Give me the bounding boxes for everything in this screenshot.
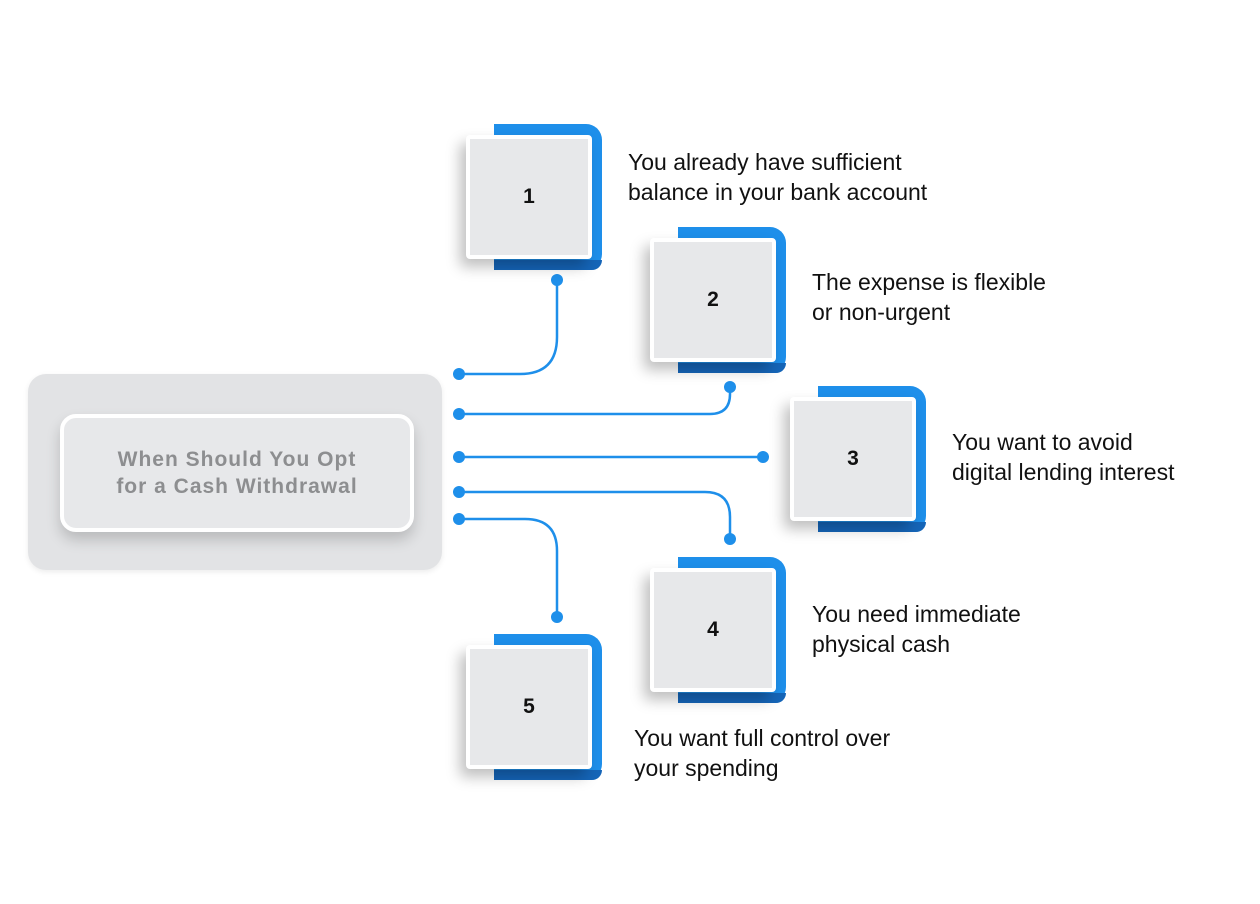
hub-panel: When Should You Opt for a Cash Withdrawa…	[28, 374, 442, 570]
connector-1	[459, 280, 559, 376]
step-label-4: You need immediate physical cash	[812, 601, 1021, 657]
connector-dot	[453, 451, 465, 463]
connector-dot	[551, 611, 563, 623]
card-face: 5	[466, 645, 592, 769]
connector-dot	[551, 274, 563, 286]
step-number: 4	[707, 618, 719, 641]
step-card-4: 4	[650, 557, 786, 703]
connector-2	[459, 387, 732, 416]
connector-dot	[453, 368, 465, 380]
connector-dot	[724, 381, 736, 393]
step-number: 5	[523, 695, 535, 718]
step-number: 1	[523, 185, 535, 208]
connector-dot	[724, 533, 736, 545]
step-card-2: 2	[650, 227, 786, 373]
step-number: 2	[707, 288, 719, 311]
connector-dot	[453, 486, 465, 498]
card-face: 4	[650, 568, 776, 692]
hub-title-box: When Should You Opt for a Cash Withdrawa…	[60, 414, 414, 532]
step-label-2: The expense is flexible or non-urgent	[812, 269, 1046, 325]
connector-dot	[453, 408, 465, 420]
step-card-3: 3	[790, 386, 926, 532]
connector-dot	[453, 513, 465, 525]
step-label-3: You want to avoid digital lending intere…	[952, 429, 1175, 485]
step-label-5: You want full control over your spending	[634, 725, 891, 781]
connector-5	[459, 517, 559, 617]
step-card-5: 5	[466, 634, 602, 780]
card-face: 3	[790, 397, 916, 521]
card-face: 1	[466, 135, 592, 259]
card-face: 2	[650, 238, 776, 362]
connector-4	[459, 490, 732, 539]
hub-title: When Should You Opt for a Cash Withdrawa…	[116, 448, 358, 498]
step-card-1: 1	[466, 124, 602, 270]
step-label-1: You already have sufficient balance in y…	[628, 149, 928, 205]
step-number: 3	[847, 447, 859, 470]
connector-dot	[757, 451, 769, 463]
